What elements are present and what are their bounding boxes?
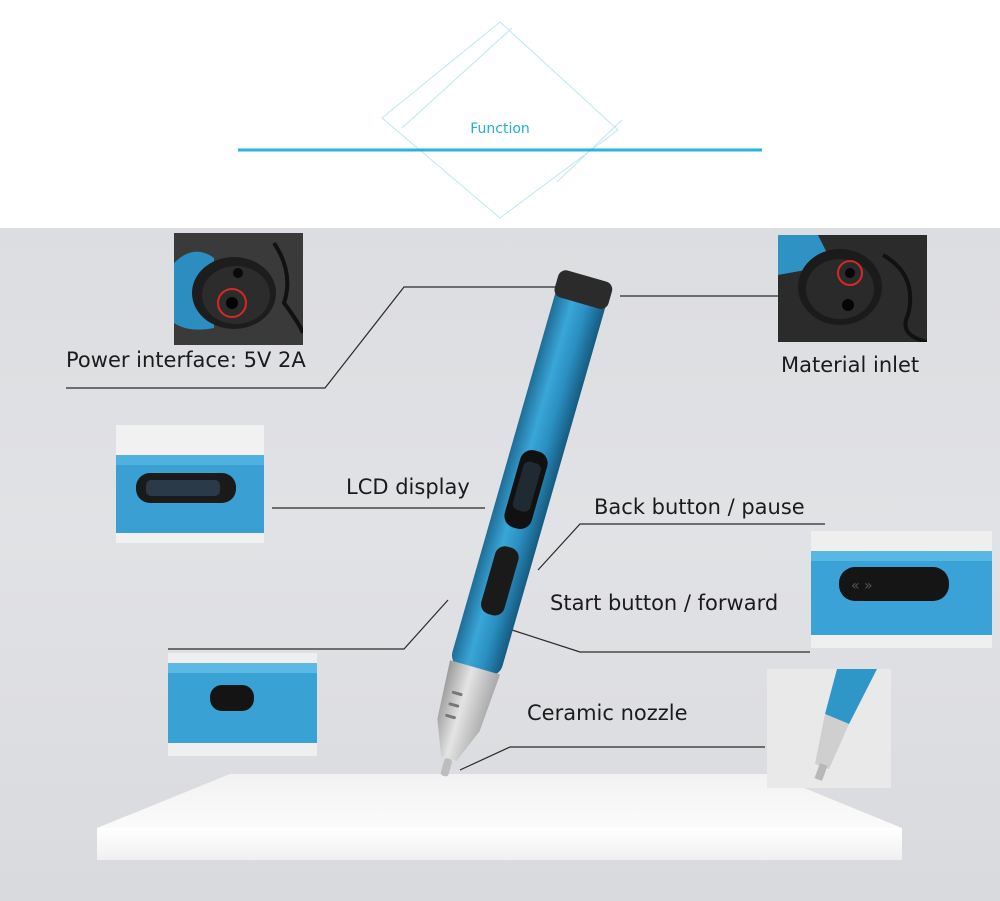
label-back-button: Back button / pause — [594, 495, 805, 519]
svg-text:« »: « » — [851, 578, 873, 594]
material-inlet-photo — [778, 235, 927, 342]
label-start-button: Start button / forward — [550, 591, 779, 615]
power-interface-photo — [174, 233, 303, 345]
section-title: Function — [470, 121, 530, 137]
buttons-photo: « » — [811, 531, 992, 648]
label-ceramic-nozzle: Ceramic nozzle — [527, 701, 688, 725]
pen-cap — [554, 270, 613, 309]
section-header: Function — [0, 0, 1000, 228]
lcd-photo — [116, 425, 264, 543]
nozzle-photo — [767, 669, 891, 788]
pen-buttons — [481, 546, 519, 616]
callout-lines — [66, 286, 825, 771]
label-lcd-display: LCD display — [346, 475, 470, 499]
label-power-interface: Power interface: 5V 2A — [66, 348, 306, 372]
display-platform — [97, 774, 902, 860]
pen-nozzle — [437, 660, 501, 761]
side-button-photo — [168, 653, 317, 756]
product-stage: « » Power interface: 5V 2A Material inle… — [0, 228, 1000, 901]
label-material-inlet: Material inlet — [781, 353, 920, 377]
header-decoration — [238, 21, 762, 219]
3d-pen — [437, 270, 613, 777]
